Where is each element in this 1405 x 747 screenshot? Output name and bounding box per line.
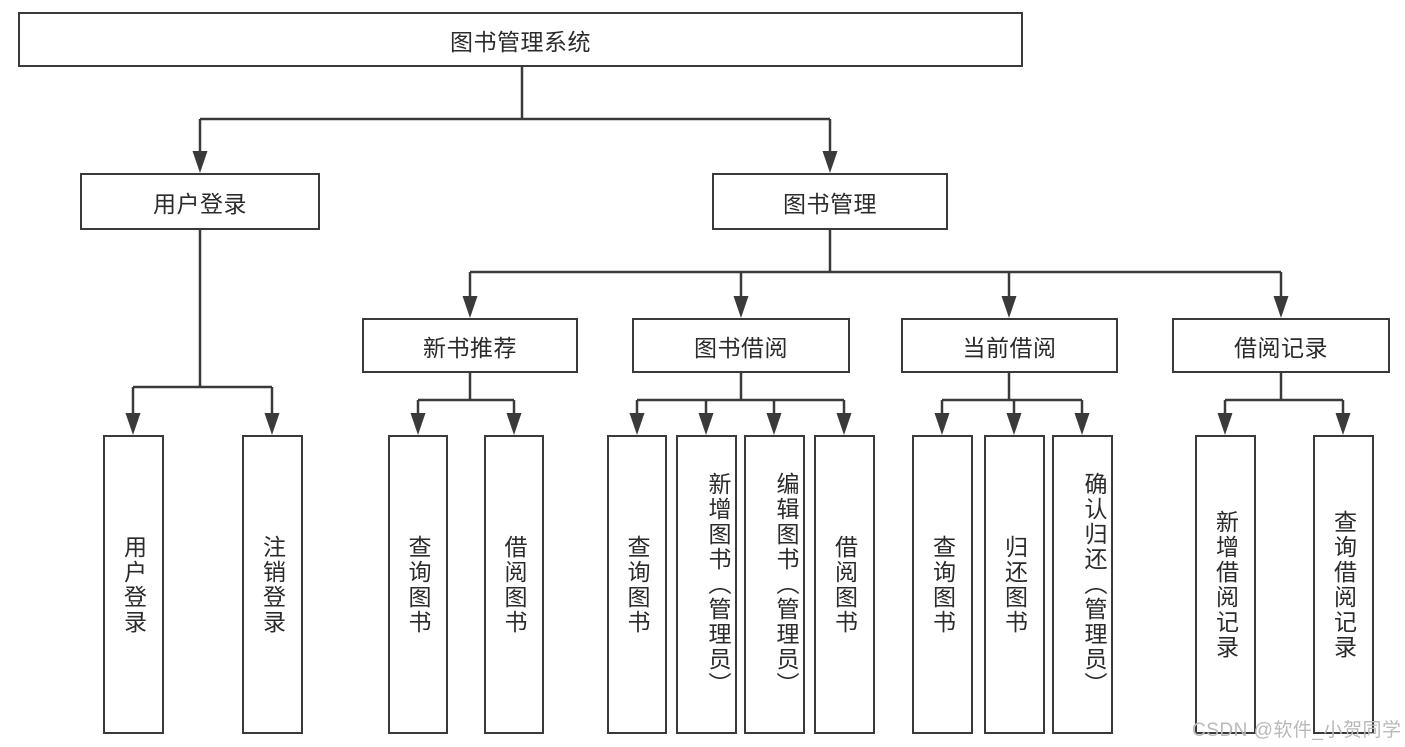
- node-login[interactable]: 用户登录: [80, 173, 320, 230]
- node-label: 图书管理系统: [450, 28, 591, 55]
- arrowhead-bookmgmt-to-level3-1: [733, 296, 749, 318]
- node-label: 当前借阅: [962, 334, 1057, 361]
- arrowhead-newbook-to-leaves-0: [410, 413, 426, 435]
- node-leaf-b-query[interactable]: 查询图书: [607, 435, 667, 734]
- arrowhead-root-to-level2-1: [822, 151, 838, 173]
- node-label: 用户登录: [120, 534, 147, 635]
- node-leaf-c-query[interactable]: 查询图书: [912, 435, 973, 734]
- node-label: 新增图书（管理员）: [705, 472, 731, 697]
- node-records[interactable]: 借阅记录: [1172, 318, 1390, 373]
- arrowhead-login-to-leaves-0: [125, 413, 141, 435]
- node-borrow[interactable]: 图书借阅: [632, 318, 850, 373]
- arrowhead-newbook-to-leaves-1: [506, 413, 522, 435]
- node-label: 注销登录: [259, 534, 286, 635]
- arrowhead-borrow-to-leaves-0: [629, 413, 645, 435]
- arrowhead-current-to-leaves-2: [1074, 413, 1090, 435]
- node-leaf-user-login[interactable]: 用户登录: [103, 435, 164, 734]
- node-label: 新书推荐: [423, 334, 517, 361]
- node-newbook[interactable]: 新书推荐: [362, 318, 578, 373]
- arrowhead-records-to-leaves-1: [1335, 413, 1351, 435]
- arrowhead-records-to-leaves-0: [1217, 413, 1233, 435]
- node-leaf-c-return[interactable]: 归还图书: [984, 435, 1045, 734]
- node-label: 查询图书: [624, 534, 650, 635]
- node-current[interactable]: 当前借阅: [901, 318, 1118, 373]
- node-label: 查询借阅记录: [1330, 509, 1357, 660]
- arrowhead-current-to-leaves-1: [1006, 413, 1022, 435]
- node-label: 查询图书: [405, 534, 431, 635]
- node-label: 借阅图书: [831, 534, 858, 635]
- node-label: 确认归还（管理员）: [1081, 472, 1107, 697]
- node-leaf-logout[interactable]: 注销登录: [242, 435, 303, 734]
- node-leaf-c-confirm[interactable]: 确认归还（管理员）: [1052, 435, 1113, 734]
- node-label: 图书管理: [783, 190, 877, 217]
- node-leaf-r-add[interactable]: 新增借阅记录: [1195, 435, 1256, 734]
- arrowhead-borrow-to-leaves-1: [698, 413, 714, 435]
- node-leaf-nb-query[interactable]: 查询图书: [388, 435, 448, 734]
- arrowhead-bookmgmt-to-level3-2: [1001, 296, 1017, 318]
- node-label: 归还图书: [1001, 534, 1028, 635]
- node-bookmgmt[interactable]: 图书管理: [712, 173, 948, 230]
- arrowhead-current-to-leaves-0: [934, 413, 950, 435]
- node-root[interactable]: 图书管理系统: [18, 12, 1023, 67]
- arrowhead-root-to-level2-0: [192, 151, 208, 173]
- arrowhead-bookmgmt-to-level3-0: [462, 296, 478, 318]
- node-leaf-nb-borrow[interactable]: 借阅图书: [484, 435, 544, 734]
- arrowhead-borrow-to-leaves-3: [836, 413, 852, 435]
- node-label: 借阅记录: [1234, 334, 1328, 361]
- node-label: 新增借阅记录: [1212, 509, 1239, 660]
- node-label: 借阅图书: [501, 534, 527, 635]
- node-leaf-b-add[interactable]: 新增图书（管理员）: [676, 435, 737, 734]
- node-label: 图书借阅: [694, 334, 788, 361]
- node-leaf-b-edit[interactable]: 编辑图书（管理员）: [744, 435, 805, 734]
- arrowhead-login-to-leaves-1: [264, 413, 280, 435]
- csdn-watermark: CSDN @软件_小贺同学: [1192, 720, 1402, 741]
- node-label: 编辑图书（管理员）: [773, 472, 799, 697]
- node-leaf-b-borrow[interactable]: 借阅图书: [814, 435, 875, 734]
- arrowhead-borrow-to-leaves-2: [766, 413, 782, 435]
- arrowhead-bookmgmt-to-level3-3: [1273, 296, 1289, 318]
- node-leaf-r-query[interactable]: 查询借阅记录: [1313, 435, 1374, 734]
- node-label: 查询图书: [929, 534, 956, 635]
- node-label: 用户登录: [153, 190, 247, 217]
